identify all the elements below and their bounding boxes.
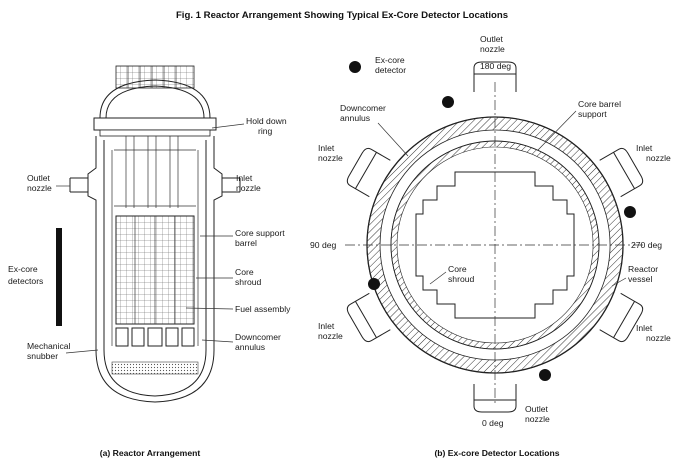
label-90-deg: 90 deg — [310, 240, 337, 250]
label-downcomer-annulus-1: Downcomer — [340, 103, 386, 113]
panel-a-labels: Hold down ring Outlet nozzle Inlet nozzl… — [8, 116, 291, 361]
label-downcomer-annulus-2: annulus — [340, 113, 370, 123]
label-ex-core-detector-2: detector — [375, 65, 406, 75]
label-inlet-nozzle-2: nozzle — [236, 183, 261, 193]
ex-core-detector-dot — [368, 278, 380, 290]
label-core-shroud-1: Core — [448, 264, 467, 274]
label-ex-core-detectors-2: detectors — [8, 276, 43, 286]
label-hold-down-ring-2: ring — [258, 126, 273, 136]
label-outlet-nozzle-2: nozzle — [27, 183, 52, 193]
label-reactor-vessel-2: vessel — [628, 274, 652, 284]
ex-core-detector-dot-legend — [349, 61, 361, 73]
label-inlet-nozzle-ll-2: nozzle — [318, 331, 343, 341]
caption-b: (b) Ex-core Detector Locations — [434, 448, 559, 458]
label-ex-core-detectors-1: Ex-core — [8, 264, 38, 274]
label-0-deg: 0 deg — [482, 418, 504, 428]
figure-title: Fig. 1 Reactor Arrangement Showing Typic… — [176, 10, 508, 21]
label-270-deg: 270 deg — [631, 240, 662, 250]
label-outlet-nozzle-bottom-2: nozzle — [525, 414, 550, 424]
label-inlet-nozzle-lr-1: Inlet — [636, 323, 653, 333]
label-inlet-nozzle-lr-2: nozzle — [646, 333, 671, 343]
label-outlet-nozzle-1: Outlet — [27, 173, 51, 183]
label-core-shroud-2: shroud — [235, 277, 261, 287]
label-fuel-assembly: Fuel assembly — [235, 304, 291, 314]
label-ex-core-detector-1: Ex-core — [375, 55, 405, 65]
label-outlet-nozzle-top-2: nozzle — [480, 44, 505, 54]
label-core-shroud-1: Core — [235, 267, 254, 277]
label-inlet-nozzle-ur-2: nozzle — [646, 153, 671, 163]
label-reactor-vessel-1: Reactor — [628, 264, 658, 274]
label-outlet-nozzle-bottom-1: Outlet — [525, 404, 549, 414]
label-inlet-nozzle-ll-1: Inlet — [318, 321, 335, 331]
ex-core-detector-bar — [56, 228, 62, 326]
caption-a: (a) Reactor Arrangement — [100, 448, 201, 458]
label-180-deg: 180 deg — [480, 61, 511, 71]
label-outlet-nozzle-top-1: Outlet — [480, 34, 504, 44]
label-inlet-nozzle-ul-2: nozzle — [318, 153, 343, 163]
label-inlet-nozzle-1: Inlet — [236, 173, 253, 183]
ex-core-detector-dot — [442, 96, 454, 108]
label-core-barrel-support-1: Core barrel — [578, 99, 621, 109]
ex-core-detector-dot — [624, 206, 636, 218]
label-hold-down-ring-1: Hold down — [246, 116, 287, 126]
label-core-barrel-support-2: support — [578, 109, 607, 119]
panel-b-labels: Ex-core detector Outlet nozzle 180 deg D… — [310, 34, 671, 428]
label-core-support-barrel-2: barrel — [235, 238, 257, 248]
label-core-support-barrel-1: Core support — [235, 228, 285, 238]
label-mechanical-snubber-2: snubber — [27, 351, 58, 361]
label-mechanical-snubber-1: Mechanical — [27, 341, 71, 351]
ex-core-detector-locations-drawing — [345, 61, 645, 413]
ex-core-detector-dot — [539, 369, 551, 381]
label-core-shroud-2: shroud — [448, 274, 474, 284]
label-inlet-nozzle-ul-1: Inlet — [318, 143, 335, 153]
label-downcomer-annulus-2: annulus — [235, 342, 265, 352]
label-downcomer-annulus-1: Downcomer — [235, 332, 281, 342]
label-inlet-nozzle-ur-1: Inlet — [636, 143, 653, 153]
